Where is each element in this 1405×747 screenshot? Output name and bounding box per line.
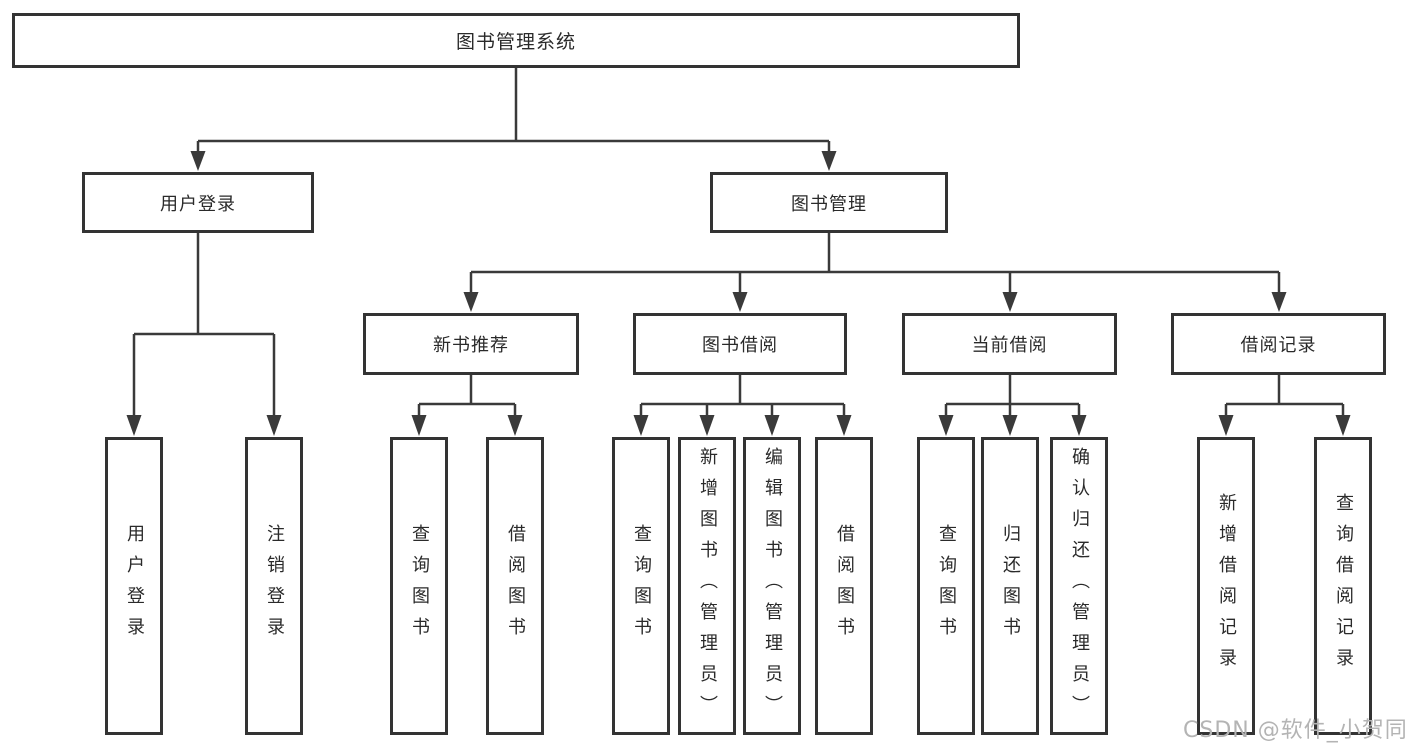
leaf-return-book-label: 归还图书 — [1000, 524, 1021, 648]
leaf-add-book-admin: 新增图书（管理员） — [678, 437, 736, 735]
leaf-borrow-books-label: 借阅图书 — [834, 524, 855, 648]
node-new-book-recommend: 新书推荐 — [363, 313, 579, 375]
leaf-query-books-recommend-label: 查询图书 — [409, 524, 430, 648]
leaf-user-login-label: 用户登录 — [124, 524, 145, 648]
leaf-logout: 注销登录 — [245, 437, 303, 735]
node-book-borrow-label: 图书借阅 — [702, 335, 778, 356]
connector-root — [196, 68, 831, 153]
connector-new-book-recommend — [417, 375, 517, 417]
leaf-query-books-borrow-label: 查询图书 — [631, 524, 652, 648]
node-borrow-records-label: 借阅记录 — [1240, 335, 1317, 356]
connector-borrow-records — [1224, 375, 1345, 417]
node-new-book-recommend-label: 新书推荐 — [433, 335, 509, 356]
leaf-borrow-books-recommend: 借阅图书 — [486, 437, 544, 735]
leaf-return-book: 归还图书 — [981, 437, 1039, 735]
node-user-login: 用户登录 — [82, 172, 314, 233]
leaf-confirm-return-admin: 确认归还（管理员） — [1050, 437, 1108, 735]
leaf-query-borrow-record: 查询借阅记录 — [1314, 437, 1372, 735]
leaf-add-book-admin-label: 新增图书（管理员） — [697, 446, 718, 726]
csdn-watermark: CSDN @软件_小贺同学 — [1183, 718, 1405, 743]
connector-user-login — [132, 233, 276, 417]
node-current-borrow: 当前借阅 — [902, 313, 1117, 375]
node-user-login-label: 用户登录 — [160, 193, 236, 215]
leaf-query-books-borrow: 查询图书 — [612, 437, 670, 735]
leaf-confirm-return-admin-label: 确认归还（管理员） — [1069, 446, 1090, 726]
leaf-borrow-books-recommend-label: 借阅图书 — [505, 524, 526, 648]
leaf-query-books-recommend: 查询图书 — [390, 437, 448, 735]
node-root-library-system: 图书管理系统 — [12, 13, 1020, 68]
node-root-label: 图书管理系统 — [455, 31, 576, 53]
node-current-borrow-label: 当前借阅 — [971, 335, 1048, 356]
node-book-management: 图书管理 — [710, 172, 948, 233]
node-book-borrow: 图书借阅 — [633, 313, 847, 375]
connector-current-borrow — [944, 375, 1081, 417]
leaf-query-borrow-record-label: 查询借阅记录 — [1333, 493, 1354, 679]
leaf-add-borrow-record: 新增借阅记录 — [1197, 437, 1255, 735]
arrowheads — [126, 151, 1351, 436]
connector-book-management — [469, 233, 1281, 294]
leaf-user-login: 用户登录 — [105, 437, 163, 735]
node-book-management-label: 图书管理 — [791, 193, 867, 215]
leaf-query-books-current: 查询图书 — [917, 437, 975, 735]
leaf-edit-book-admin-label: 编辑图书（管理员） — [762, 446, 783, 726]
leaf-edit-book-admin: 编辑图书（管理员） — [743, 437, 801, 735]
leaf-query-books-current-label: 查询图书 — [936, 524, 957, 648]
connector-book-borrow — [639, 375, 846, 417]
leaf-borrow-books: 借阅图书 — [815, 437, 873, 735]
node-borrow-records: 借阅记录 — [1171, 313, 1386, 375]
leaf-logout-label: 注销登录 — [264, 524, 285, 648]
leaf-add-borrow-record-label: 新增借阅记录 — [1216, 493, 1237, 679]
